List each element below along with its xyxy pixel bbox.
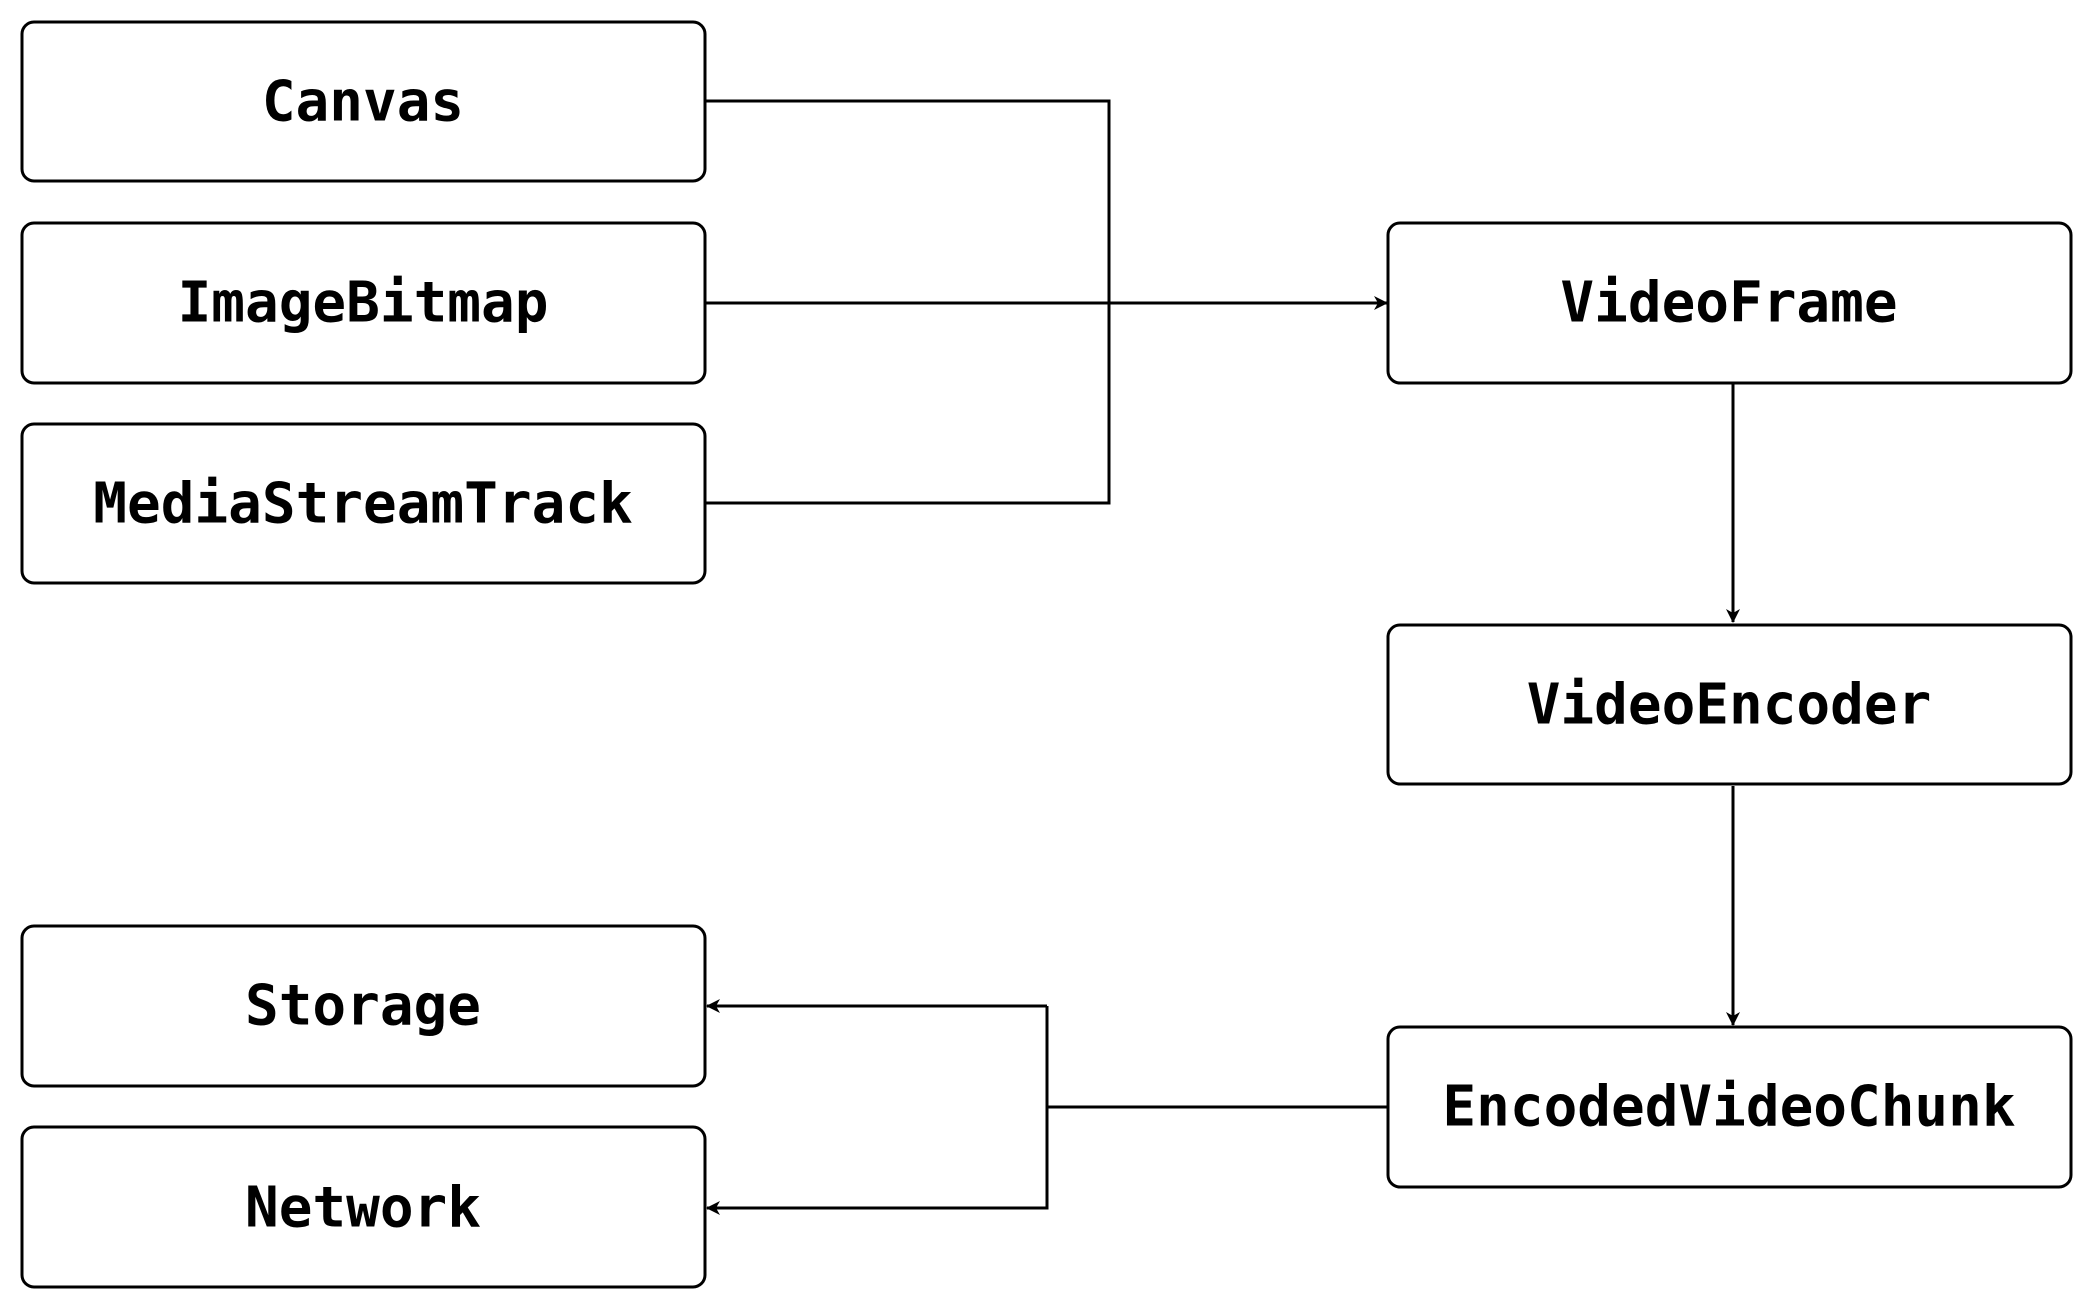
node-image-bitmap: ImageBitmap <box>20 221 707 385</box>
node-encoded-video-chunk-label: EncodedVideoChunk <box>1442 1075 2015 1140</box>
node-video-encoder-label: VideoEncoder <box>1527 673 1932 738</box>
edge-to-storage <box>707 1006 1049 1107</box>
node-encoded-video-chunk: EncodedVideoChunk <box>1386 1025 2073 1189</box>
node-media-stream-track: MediaStreamTrack <box>20 422 707 585</box>
node-video-frame: VideoFrame <box>1386 221 2073 385</box>
node-video-frame-label: VideoFrame <box>1560 271 1897 336</box>
node-media-stream-track-label: MediaStreamTrack <box>93 472 632 537</box>
node-storage: Storage <box>20 924 707 1088</box>
node-network: Network <box>20 1125 707 1289</box>
edge-to-network <box>706 1107 1049 1215</box>
node-storage-label: Storage <box>245 974 481 1039</box>
node-network-label: Network <box>245 1176 481 1241</box>
node-image-bitmap-label: ImageBitmap <box>178 271 549 336</box>
node-canvas-label: Canvas <box>262 70 464 135</box>
node-canvas: Canvas <box>20 20 707 183</box>
node-video-encoder: VideoEncoder <box>1386 623 2073 786</box>
